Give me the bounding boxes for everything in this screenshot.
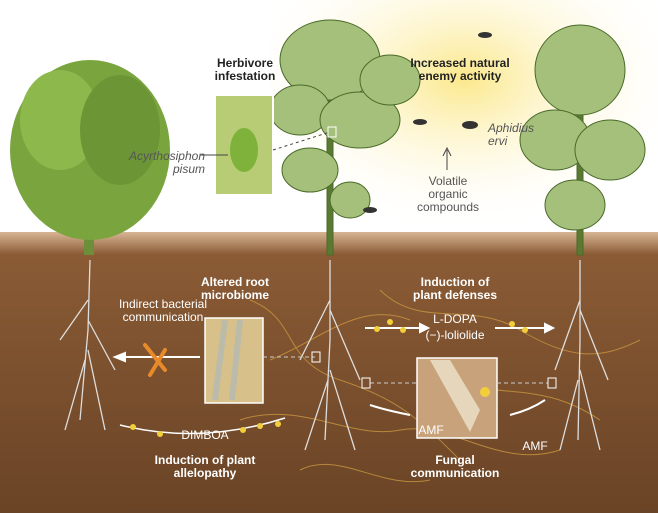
defenses-title: Induction of plant defenses xyxy=(412,275,498,303)
loliolide-label: (−)-loliolide xyxy=(425,328,485,342)
aphid-icon xyxy=(230,128,258,172)
ldopa-label: L-DOPA xyxy=(433,312,477,326)
herbivore-species: Acyrthosiphon pisum xyxy=(128,149,205,177)
roots xyxy=(59,259,609,451)
center-plant xyxy=(269,19,421,256)
lettuce-plant xyxy=(10,60,170,255)
herbivore-title: Herbivore infestation xyxy=(214,56,276,84)
compound-dots xyxy=(130,319,528,437)
enemy-title: Increased natural enemy activity xyxy=(410,56,510,84)
fungal-title: Fungal communication xyxy=(410,453,500,481)
parasitoid-wasp-icons xyxy=(363,32,492,213)
amf-inset-label: AMF xyxy=(418,423,444,437)
amf-right-label: AMF xyxy=(522,439,548,453)
bacterial-label: Indirect bacterial communication xyxy=(118,297,208,325)
allelopathy-title: Induction of plant allelopathy xyxy=(154,453,256,481)
volatiles-label: Volatile organic compounds xyxy=(416,174,480,215)
dimboa-label: DIMBOA xyxy=(181,428,229,442)
microbiome-title: Altered root microbiome xyxy=(200,275,269,303)
bacteria-icon xyxy=(143,343,167,377)
right-plant xyxy=(519,24,646,256)
parasitoid-species: Aphidius ervi xyxy=(488,121,535,149)
